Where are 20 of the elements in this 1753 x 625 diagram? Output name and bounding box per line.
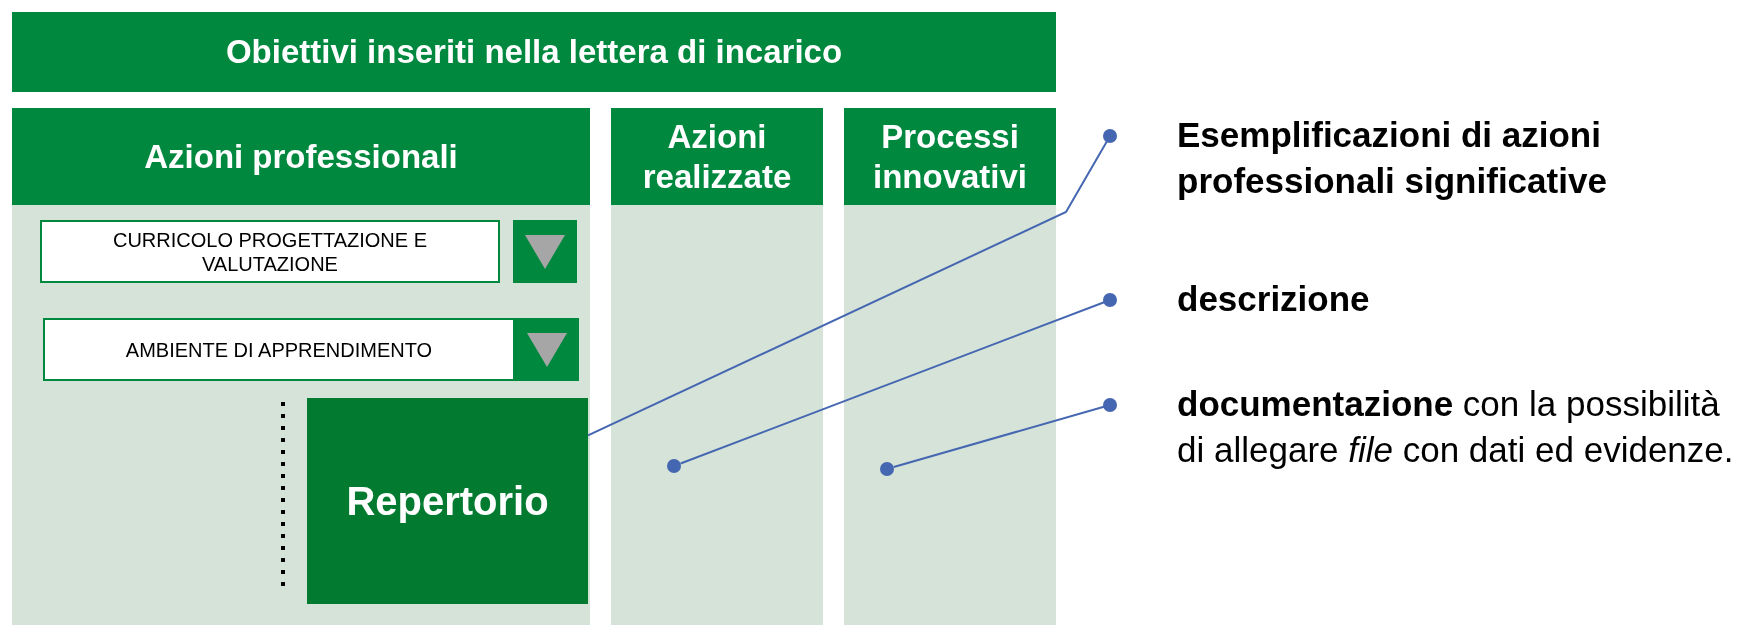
leader-line	[587, 129, 1117, 437]
bullet-text: descrizione	[1177, 278, 1371, 320]
title-text: Obiettivi inseriti nella lettera di incarico	[225, 32, 843, 73]
column-panel	[611, 108, 823, 625]
leader-line	[892, 398, 1117, 469]
field-text: CURRICOLO PROGETTAZIONE E VALUTAZIONE	[111, 227, 429, 276]
column-heading: Azioni professionali	[144, 136, 458, 177]
column-panel	[844, 108, 1056, 625]
box-label: Repertorio	[346, 478, 549, 525]
dropdown-field	[43, 318, 515, 381]
bullet-text: Esemplificazioni di azioni professionali significative	[1177, 114, 1608, 203]
bullet-text: documentazione con la possibilità di allegare file con dati ed evidenze.	[1177, 383, 1735, 472]
dropdown-field	[40, 220, 500, 283]
column-panel	[12, 108, 590, 625]
column-heading: Processi innovativi	[872, 116, 1028, 197]
title-bar	[12, 12, 1056, 92]
column-heading: Azioni realizzate	[641, 116, 793, 197]
leader-line	[679, 293, 1117, 465]
field-text: AMBIENTE DI APPRENDIMENTO	[125, 337, 433, 362]
repertorio-box	[307, 398, 588, 604]
